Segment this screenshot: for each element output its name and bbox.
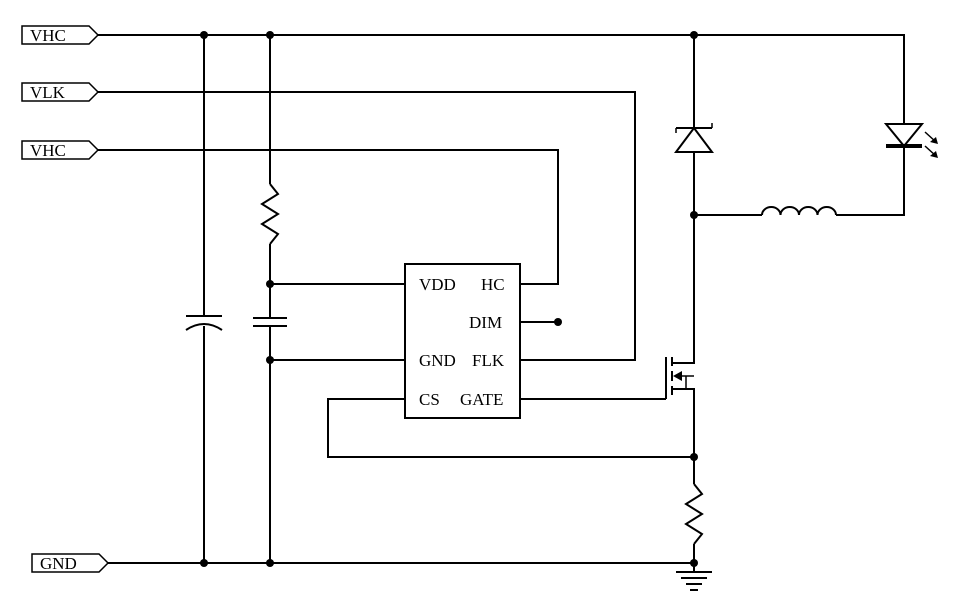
diode-freewheel <box>674 123 714 153</box>
capacitor-bulk <box>185 315 223 331</box>
pin-hc-label: HC <box>481 275 505 294</box>
controller-ic: VDD HC DIM GND FLK CS GATE <box>404 263 521 419</box>
pin-gate-label: GATE <box>460 390 503 409</box>
pin-dim-label: DIM <box>469 313 502 332</box>
resistor-sense <box>684 483 704 545</box>
port-vlk: VLK <box>21 82 100 102</box>
ground-symbol <box>676 571 712 591</box>
port-vhc-mid-label: VHC <box>30 141 66 160</box>
resistor-vdd <box>260 183 280 245</box>
port-vhc-top-label: VHC <box>30 26 66 45</box>
port-vhc-mid: VHC <box>21 140 100 160</box>
port-vlk-label: VLK <box>30 83 66 102</box>
inductor <box>761 206 837 216</box>
junctions <box>200 31 698 567</box>
pin-gnd-label: GND <box>419 351 456 370</box>
capacitor-vdd <box>253 317 287 327</box>
port-gnd-label: GND <box>40 554 77 573</box>
pin-cs-label: CS <box>419 390 440 409</box>
port-vhc-top: VHC <box>21 25 100 45</box>
port-gnd: GND <box>31 553 110 573</box>
wires <box>98 34 905 572</box>
pin-flk-label: FLK <box>472 351 505 370</box>
led <box>883 123 938 158</box>
mosfet <box>665 357 687 399</box>
pin-vdd-label: VDD <box>419 275 456 294</box>
